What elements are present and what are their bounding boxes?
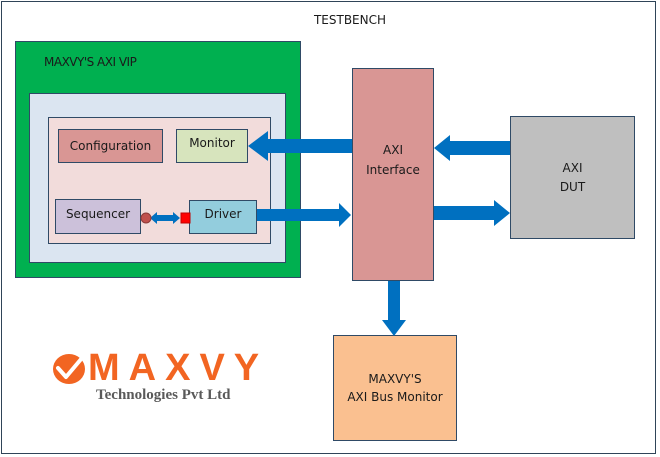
axi-interface-block[interactable]: AXI Interface — [352, 68, 434, 281]
driver-port-icon — [180, 212, 191, 224]
logo-subtitle: Technologies Pvt Ltd — [96, 387, 231, 403]
monitor-label: Monitor — [189, 136, 235, 150]
axi-dut-label-2: DUT — [559, 179, 586, 194]
driver-block[interactable]: Driver — [189, 200, 257, 234]
logo-brand: MAXVY — [88, 347, 269, 389]
testbench-title: TESTBENCH — [313, 13, 387, 27]
arrow-interface-to-monitor — [248, 131, 352, 161]
arrow-driver-to-interface — [257, 203, 351, 227]
configuration-block[interactable]: Configuration — [58, 129, 163, 163]
vip-title: MAXVY'S AXI VIP — [44, 55, 137, 69]
axi-dut-block[interactable]: AXI DUT — [510, 116, 635, 239]
bus-monitor-label-1: MAXVY'S — [368, 372, 422, 386]
checkmark-circle-icon — [53, 354, 85, 384]
arrow-dut-to-interface — [434, 135, 510, 161]
sequencer-label: Sequencer — [65, 206, 131, 221]
monitor-block[interactable]: Monitor — [176, 129, 248, 163]
axi-dut-label-1: AXI — [562, 160, 583, 175]
configuration-label: Configuration — [69, 139, 152, 153]
sequencer-block[interactable]: Sequencer — [55, 199, 141, 234]
driver-label: Driver — [204, 207, 242, 221]
arrow-interface-to-bus-monitor — [382, 281, 406, 336]
sequencer-port-icon — [140, 212, 152, 224]
arrow-interface-to-dut — [434, 200, 510, 226]
axi-interface-label-1: AXI — [383, 142, 403, 157]
arrow-sequencer-driver — [150, 212, 180, 224]
bus-monitor-block[interactable]: MAXVY'S AXI Bus Monitor — [333, 335, 457, 441]
axi-interface-label-2: Interface — [366, 162, 420, 177]
bus-monitor-label-2: AXI Bus Monitor — [347, 390, 443, 404]
